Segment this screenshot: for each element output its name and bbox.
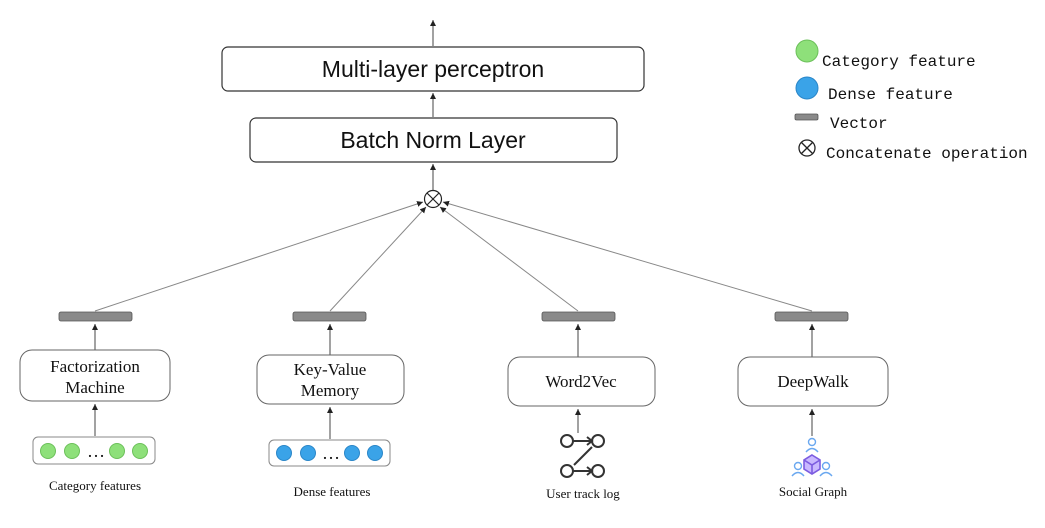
- legend-concat-label: Concatenate operation: [826, 145, 1028, 163]
- dw-vector-bar: [774, 311, 849, 322]
- track-log-caption: User track log: [546, 486, 620, 501]
- factorization-machine-box: Factorization Machine: [19, 349, 171, 402]
- dw-label: DeepWalk: [777, 372, 849, 391]
- category-features-caption: Category features: [49, 478, 141, 493]
- deepwalk-box: DeepWalk: [737, 356, 889, 407]
- social-graph-icon: [791, 437, 833, 477]
- kv-label-line2: Memory: [301, 381, 360, 400]
- legend-concat-icon: [798, 139, 816, 157]
- fm-to-concat-line: [94, 201, 424, 312]
- kv-vector-bar: [292, 311, 367, 322]
- w2v-vector-bar: [541, 311, 616, 322]
- legend-vector-swatch: [794, 113, 819, 121]
- kv-to-concat-line: [329, 206, 427, 312]
- social-graph-caption: Social Graph: [779, 484, 848, 499]
- legend-vector-label: Vector: [830, 115, 888, 133]
- dense-features-input: …: [268, 439, 391, 467]
- category-dot: [40, 443, 56, 459]
- category-features-input: …: [32, 436, 156, 465]
- legend: Category feature Dense feature Vector Co…: [794, 39, 1028, 163]
- batch-norm-box: Batch Norm Layer: [249, 117, 618, 163]
- w2v-label: Word2Vec: [545, 372, 617, 391]
- legend-dense-swatch: [795, 76, 819, 100]
- dense-dot: [276, 445, 292, 461]
- mlp-box: Multi-layer perceptron: [221, 46, 645, 92]
- category-dot: [64, 443, 80, 459]
- word2vec-box: Word2Vec: [507, 356, 656, 407]
- category-dot: [132, 443, 148, 459]
- legend-dense-label: Dense feature: [828, 86, 953, 104]
- kv-label-line1: Key-Value: [294, 360, 367, 379]
- mlp-label: Multi-layer perceptron: [322, 56, 544, 82]
- concatenate-operator-icon: [423, 189, 443, 209]
- dw-to-concat-line: [442, 200, 813, 312]
- legend-category-label: Category feature: [822, 53, 976, 71]
- w2v-to-concat-line: [439, 206, 579, 312]
- fm-label-line1: Factorization: [50, 357, 140, 376]
- track-log-icon: [560, 434, 605, 478]
- dense-dot: [344, 445, 360, 461]
- dense-dot: [367, 445, 383, 461]
- fm-label-line2: Machine: [65, 378, 124, 397]
- category-dot: [109, 443, 125, 459]
- batch-norm-label: Batch Norm Layer: [340, 127, 526, 153]
- key-value-memory-box: Key-Value Memory: [256, 354, 405, 405]
- legend-category-swatch: [795, 39, 819, 63]
- dense-features-caption: Dense features: [294, 484, 371, 499]
- fm-vector-bar: [58, 311, 133, 322]
- dense-ellipsis: …: [322, 443, 340, 463]
- category-ellipsis: …: [87, 441, 105, 461]
- dense-dot: [300, 445, 316, 461]
